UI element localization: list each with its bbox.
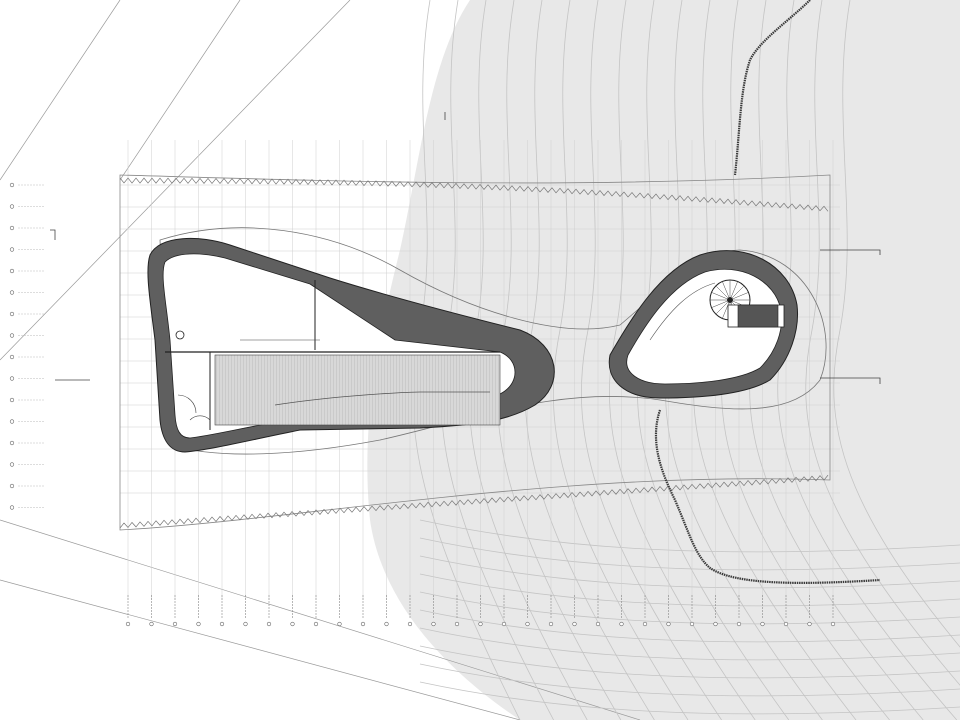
axis-marker xyxy=(9,290,15,295)
axis-marker xyxy=(572,621,577,627)
axis-marker xyxy=(9,204,15,209)
axis-marker xyxy=(9,225,15,231)
axis-marker xyxy=(760,621,765,627)
contour-line xyxy=(552,0,689,720)
contour-line xyxy=(419,663,960,697)
stair-step xyxy=(711,300,728,308)
main-building xyxy=(147,237,555,453)
axis-marker xyxy=(9,462,15,467)
contour-line xyxy=(419,681,960,715)
axis-marker xyxy=(478,621,483,627)
contour-line xyxy=(805,0,960,686)
axis-marker xyxy=(713,621,718,627)
axis-marker xyxy=(736,621,742,627)
ramp-floor xyxy=(214,354,501,426)
bottom-axis-markers xyxy=(125,595,836,627)
axis-marker xyxy=(337,621,342,627)
door-swing-icon xyxy=(177,394,197,414)
stair-step xyxy=(732,292,749,300)
axis-marker xyxy=(666,621,671,627)
floor-plate-outline xyxy=(159,227,827,455)
contour-line xyxy=(419,519,960,553)
stair-step xyxy=(715,301,729,315)
contour-line xyxy=(419,645,960,679)
contour-line xyxy=(833,0,960,648)
axis-marker xyxy=(290,621,295,627)
axis-marker xyxy=(172,621,178,627)
axis-marker xyxy=(9,182,15,188)
contour-line xyxy=(419,591,960,625)
axis-marker xyxy=(9,376,15,381)
axis-marker xyxy=(525,621,530,627)
axis-marker xyxy=(783,621,789,627)
stair-step xyxy=(730,281,738,298)
axis-marker xyxy=(9,247,15,252)
trail-path xyxy=(654,0,881,584)
axis-marker xyxy=(219,621,225,627)
axis-marker xyxy=(9,483,15,489)
contour-line xyxy=(419,555,960,589)
axis-marker xyxy=(454,621,460,627)
stair-step xyxy=(715,285,729,299)
stair-step xyxy=(731,285,745,299)
axis-marker xyxy=(9,333,15,338)
platform-outline xyxy=(119,174,831,531)
left-axis-markers xyxy=(9,182,45,510)
contour-line xyxy=(419,609,960,643)
axis-marker xyxy=(243,621,248,627)
axis-marker xyxy=(407,621,413,627)
axis-marker xyxy=(9,268,15,274)
axis-marker xyxy=(830,621,836,627)
section-marker-icon xyxy=(50,112,881,384)
axis-marker xyxy=(196,621,201,627)
axis-marker xyxy=(548,621,554,627)
axis-marker xyxy=(313,621,319,627)
door-swing-icon-2 xyxy=(189,415,211,421)
stair-step xyxy=(722,281,730,298)
axis-marker xyxy=(642,621,648,627)
axis-marker xyxy=(431,621,436,627)
axis-marker xyxy=(9,505,15,510)
contour-line xyxy=(419,627,960,661)
stair-step xyxy=(711,292,728,300)
axis-marker xyxy=(9,311,15,317)
loop-building xyxy=(608,250,799,399)
axis-marker xyxy=(360,621,366,627)
axis-marker xyxy=(384,621,389,627)
axis-marker xyxy=(9,397,15,403)
axis-marker xyxy=(595,621,601,627)
contour-line xyxy=(419,573,960,607)
axis-marker xyxy=(619,621,624,627)
axis-marker xyxy=(266,621,272,627)
contour-line xyxy=(419,537,960,571)
axis-marker xyxy=(501,621,507,627)
axis-marker xyxy=(9,354,15,360)
axis-marker xyxy=(9,440,15,446)
axis-marker xyxy=(9,419,15,424)
fixture-circle xyxy=(175,330,185,340)
contour-line xyxy=(609,0,756,720)
contour-line xyxy=(524,0,655,720)
axis-marker xyxy=(689,621,695,627)
axis-marker xyxy=(807,621,812,627)
axis-marker xyxy=(149,621,154,627)
axis-marker xyxy=(125,621,131,627)
